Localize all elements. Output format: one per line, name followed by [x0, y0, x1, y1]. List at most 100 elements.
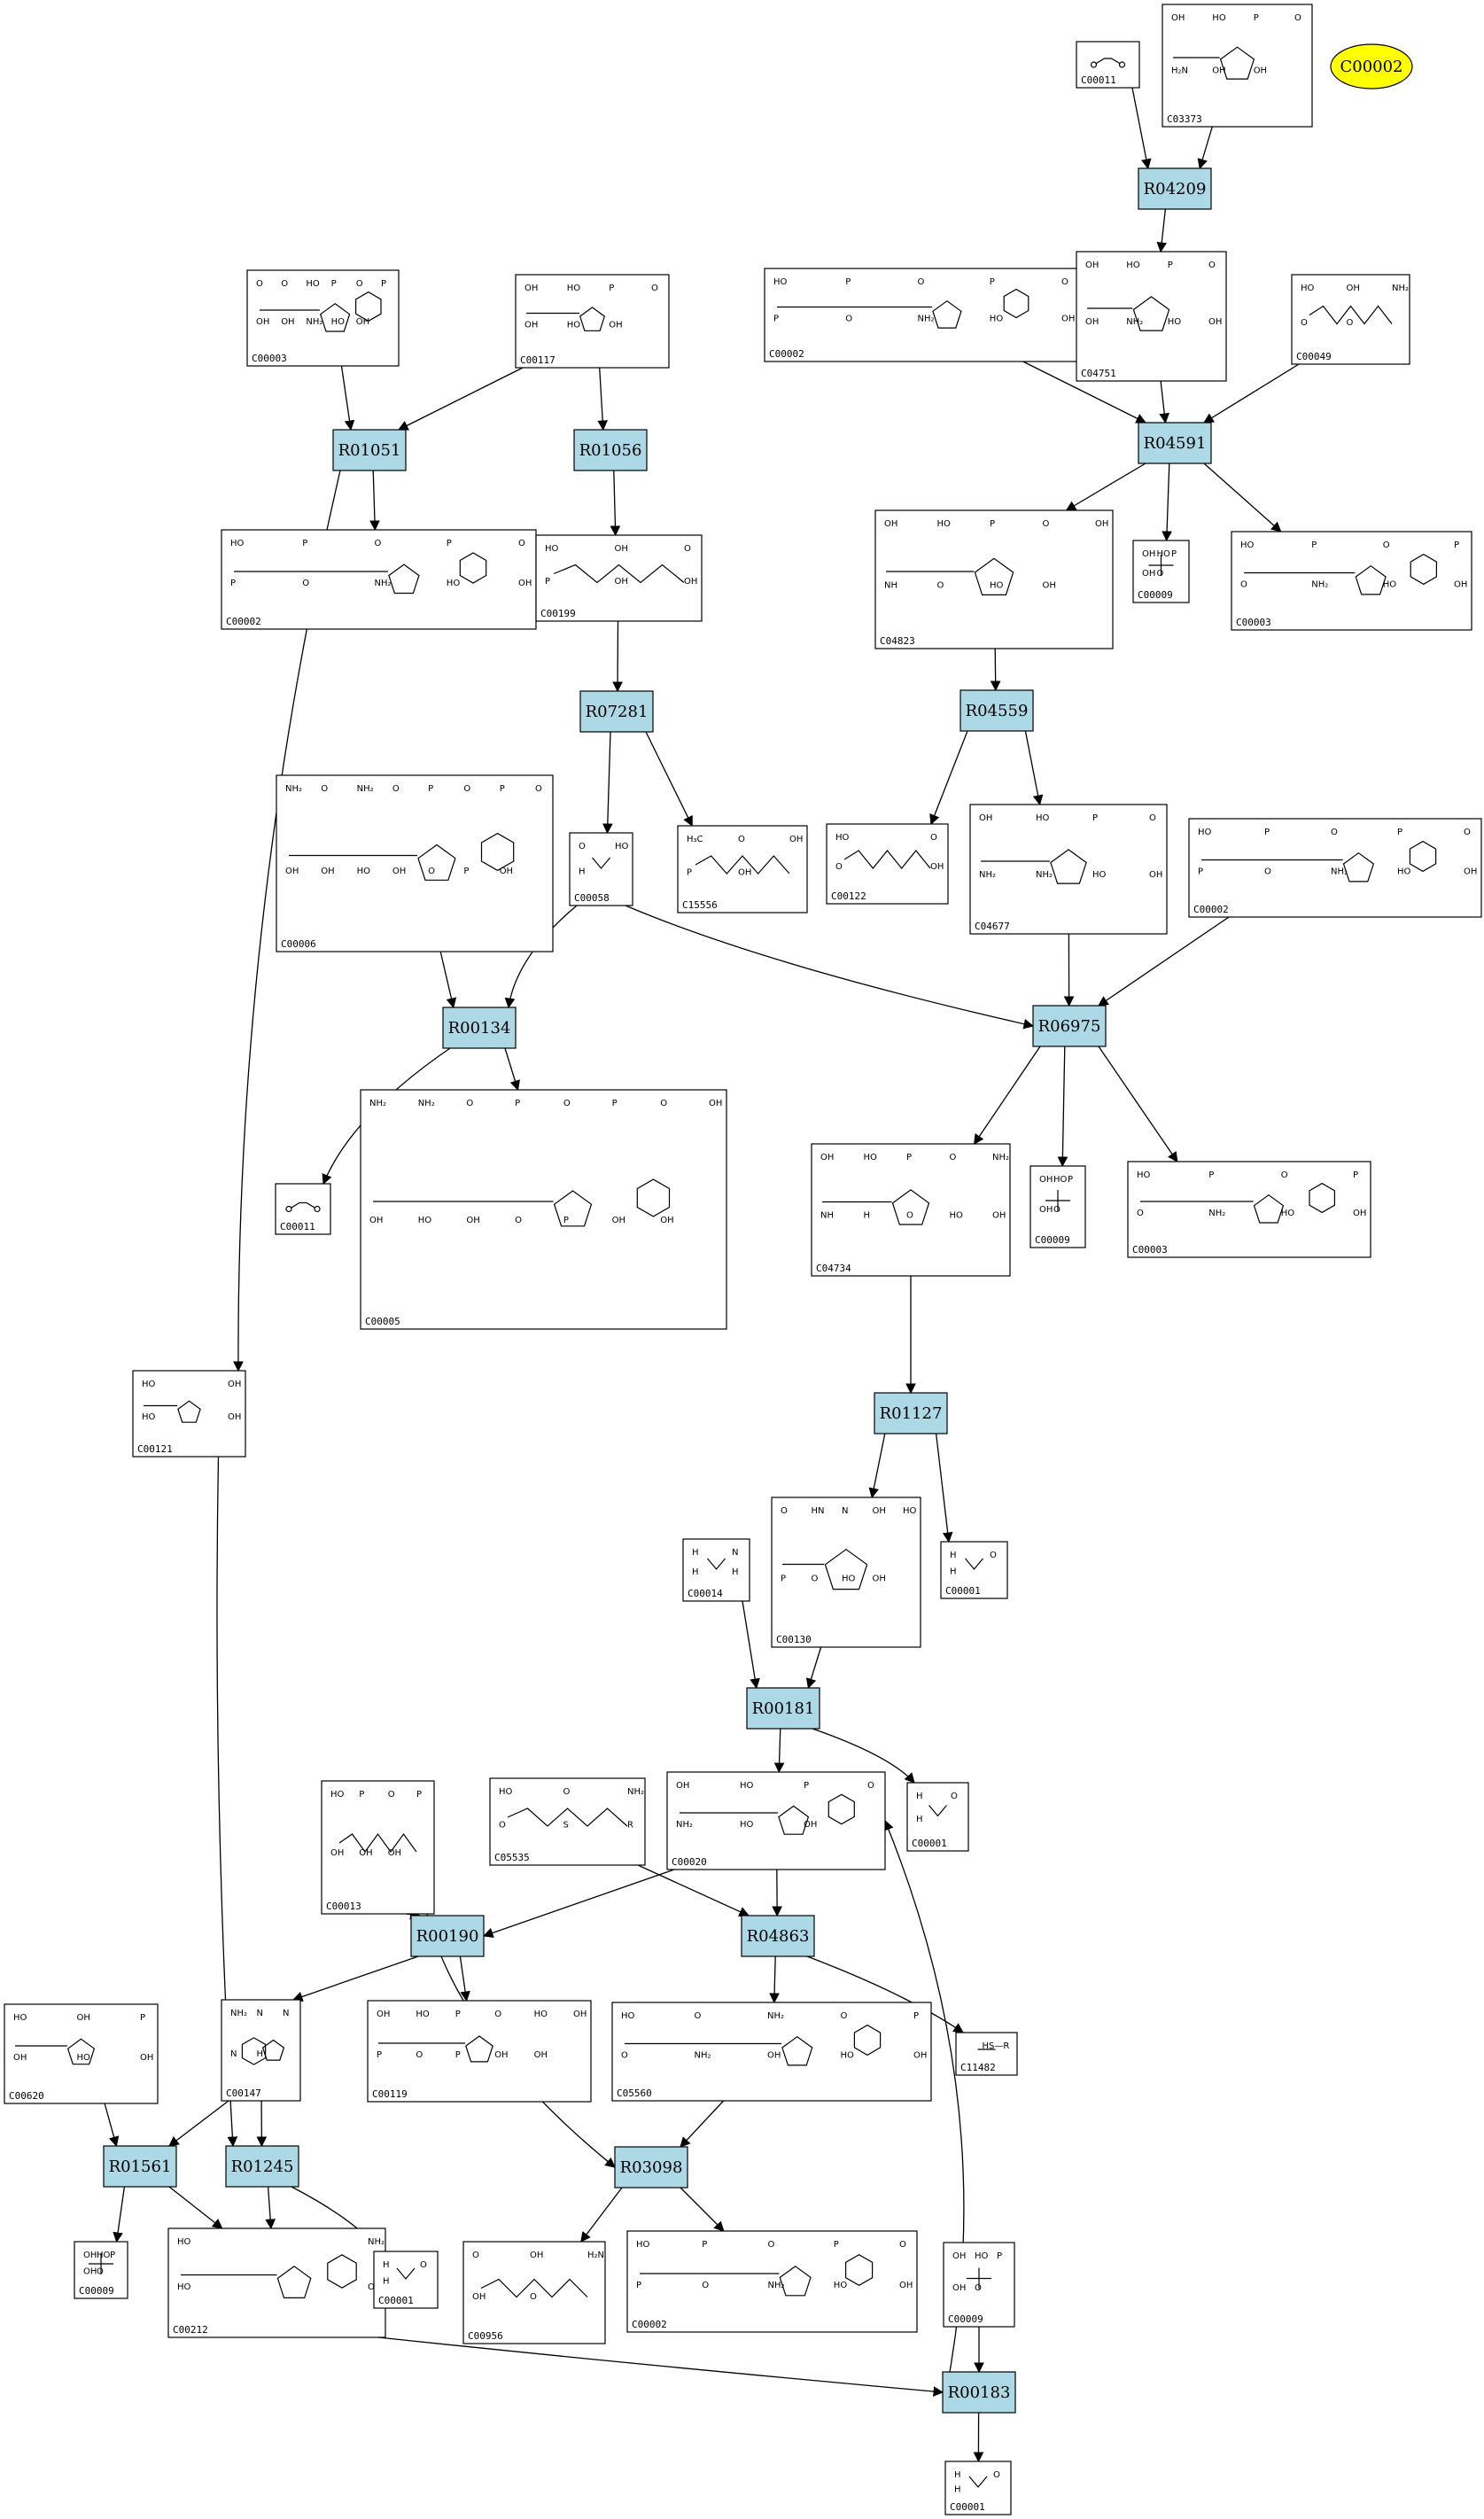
- compound-c00011_b[interactable]: C00011: [275, 1183, 331, 1235]
- reaction-r00183[interactable]: R00183: [942, 2371, 1016, 2414]
- compound-id-label: C00058: [574, 892, 610, 904]
- reaction-r01051[interactable]: R01051: [332, 429, 407, 471]
- compound-id-label: C00001: [912, 1838, 947, 1849]
- compound-id-label: C00119: [372, 2088, 408, 2100]
- reaction-r00190[interactable]: R00190: [410, 1915, 485, 1957]
- atom-label: O: [1264, 867, 1271, 877]
- reaction-r04559[interactable]: R04559: [960, 689, 1034, 732]
- compound-id-label: C00002: [1193, 904, 1229, 915]
- atom-label: H: [732, 1567, 739, 1577]
- reaction-r01127[interactable]: R01127: [874, 1392, 948, 1434]
- reaction-r07281[interactable]: R07281: [579, 690, 654, 733]
- edge-arrow: [291, 1955, 419, 2002]
- reaction-r03098[interactable]: R03098: [614, 2146, 688, 2189]
- atom-label: HO: [177, 2282, 191, 2292]
- compound-c00212[interactable]: HONH₂HOOHC00212: [167, 2227, 386, 2338]
- atom-label: P: [381, 279, 386, 289]
- compound-c00011_top[interactable]: C00011: [1076, 41, 1140, 89]
- atom-label: N: [732, 1548, 738, 1558]
- reaction-r00134[interactable]: R00134: [442, 1007, 517, 1049]
- edge-arrow: [637, 1864, 750, 1916]
- compound-id-label: C00003: [1132, 1244, 1168, 1256]
- reaction-id-label: R06975: [1038, 1017, 1101, 1036]
- reaction-box: [442, 1007, 517, 1049]
- compound-box: [321, 1780, 435, 1915]
- atom-label: NH₂: [1208, 1209, 1225, 1218]
- atom-label: P: [773, 314, 779, 323]
- atom-label: O: [684, 544, 691, 554]
- edge-arrow: [1203, 363, 1300, 424]
- atom-label: OH: [1212, 66, 1225, 75]
- reaction-r06975[interactable]: R06975: [1032, 1005, 1107, 1047]
- compound-id-label: C00001: [945, 1585, 981, 1597]
- reaction-r00181[interactable]: R00181: [746, 1687, 820, 1730]
- atom-label: NH₂: [230, 2009, 247, 2018]
- reaction-r01056[interactable]: R01056: [573, 429, 648, 471]
- atom-label: OH: [388, 1848, 401, 1858]
- atom-label: O: [579, 842, 586, 851]
- reaction-id-label: R04863: [747, 1927, 810, 1946]
- highlight-node[interactable]: C00002: [1330, 43, 1413, 89]
- compound-id-label: C00009: [1035, 1234, 1070, 1246]
- reaction-r04209[interactable]: R04209: [1138, 167, 1212, 210]
- atom-label: HO: [77, 2053, 91, 2063]
- atom-label: P: [997, 2251, 1002, 2261]
- atom-label: OH: [518, 579, 532, 588]
- reaction-id-label: R03098: [620, 2158, 683, 2177]
- atom-label: OH: [530, 2251, 543, 2260]
- atom-label: HO: [1301, 284, 1315, 293]
- reaction-r04863[interactable]: R04863: [741, 1915, 815, 1957]
- atom-label: O: [463, 784, 470, 794]
- reaction-r04591[interactable]: R04591: [1138, 422, 1212, 464]
- reaction-r01245[interactable]: R01245: [225, 2145, 299, 2188]
- atom-label: O: [899, 2240, 906, 2250]
- reaction-r01561[interactable]: R01561: [103, 2145, 177, 2188]
- edge-arrow: [1098, 1046, 1178, 1162]
- reaction-box: [1138, 422, 1212, 464]
- atom-label: OH: [356, 317, 369, 327]
